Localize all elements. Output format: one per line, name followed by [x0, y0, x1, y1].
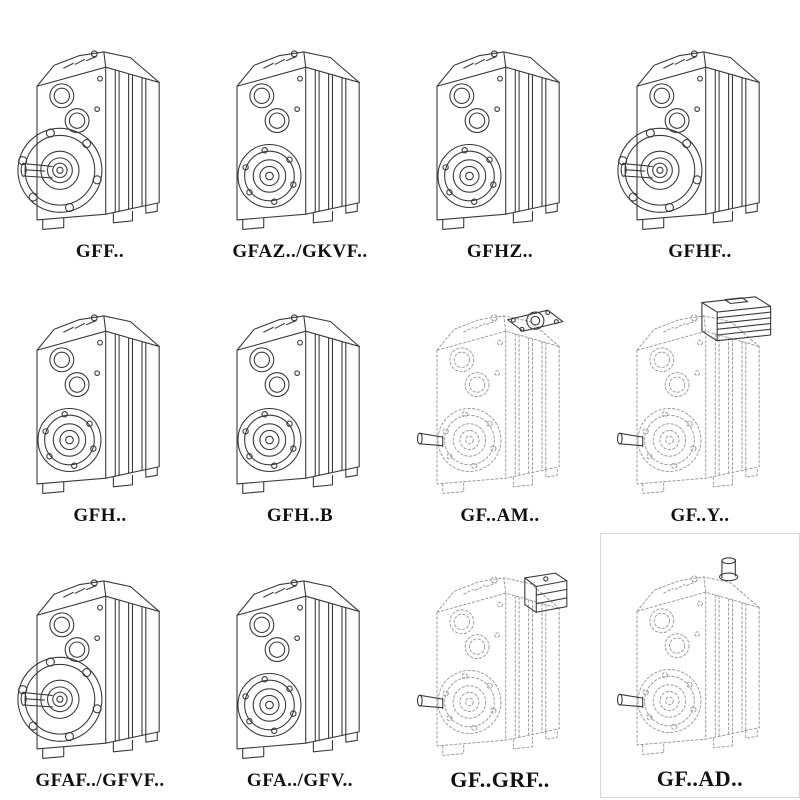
gearbox-drawing [612, 29, 788, 239]
gearbox-cell: GF..GRF.. [400, 533, 600, 798]
gearbox-drawing [412, 293, 588, 503]
gearbox-drawing [212, 293, 388, 503]
gearbox-drawing [12, 558, 188, 768]
gearbox-cell: GFHZ.. [400, 4, 600, 269]
gearbox-drawing [612, 554, 788, 764]
gearbox-label: GFHF.. [668, 240, 732, 262]
gearbox-cell: GFHF.. [600, 4, 800, 269]
gearbox-label: GFAF../GFVF.. [35, 770, 165, 792]
gearbox-label: GF..AD.. [656, 765, 744, 791]
gearbox-drawing [12, 29, 188, 239]
gearbox-label: GFA../GFV.. [246, 770, 354, 792]
gearbox-label: GF..Y.. [670, 505, 730, 527]
gearbox-label: GF..GRF.. [450, 766, 550, 792]
gearbox-drawing [212, 558, 388, 768]
gearbox-label: GFH.. [73, 505, 127, 527]
gearbox-cell: GFH.. [0, 269, 200, 534]
gearbox-cell: GFAF../GFVF.. [0, 533, 200, 798]
gearbox-drawing [212, 29, 388, 239]
gearbox-drawing [412, 29, 588, 239]
gearbox-label: GFAZ../GKVF.. [232, 240, 368, 262]
gearbox-cell: GF..AM.. [400, 269, 600, 534]
gearbox-drawing [12, 293, 188, 503]
gearbox-cell: GF..Y.. [600, 269, 800, 534]
gearbox-cell: GFH..B [200, 269, 400, 534]
gearbox-label: GFHZ.. [466, 240, 534, 262]
gearbox-label: GFF.. [75, 240, 125, 262]
gearbox-cell: GFAZ../GKVF.. [200, 4, 400, 269]
gearbox-cell: GFF.. [0, 4, 200, 269]
gearbox-drawing [412, 555, 588, 765]
gearbox-label: GFH..B [266, 505, 334, 527]
gearbox-drawing [612, 293, 788, 503]
gearbox-cell: GF..AD.. [600, 533, 800, 798]
gearbox-cell: GFA../GFV.. [200, 533, 400, 798]
gearbox-label: GF..AM.. [460, 505, 540, 527]
